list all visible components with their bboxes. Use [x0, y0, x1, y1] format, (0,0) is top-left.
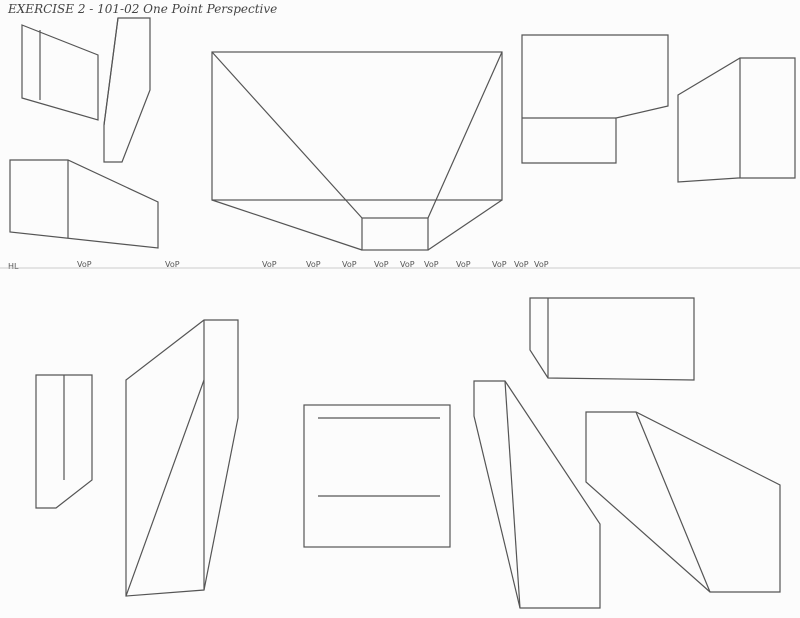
vp-label: VoP: [165, 260, 180, 269]
vp-label: VoP: [424, 260, 439, 269]
exercise-title: EXERCISE 2 - 101-02 One Point Perspectiv…: [8, 2, 278, 16]
vp-label: VoP: [342, 260, 357, 269]
vp-label: VoP: [514, 260, 529, 269]
vp-label: VoP: [306, 260, 321, 269]
vp-label: VoP: [456, 260, 471, 269]
vp-label: VoP: [262, 260, 277, 269]
vp-label: VoP: [77, 260, 92, 269]
vp-label: VoP: [400, 260, 415, 269]
horizon-label: HL: [8, 262, 19, 271]
vp-label: VoP: [492, 260, 507, 269]
vp-label: VoP: [374, 260, 389, 269]
vp-label: VoP: [534, 260, 549, 269]
